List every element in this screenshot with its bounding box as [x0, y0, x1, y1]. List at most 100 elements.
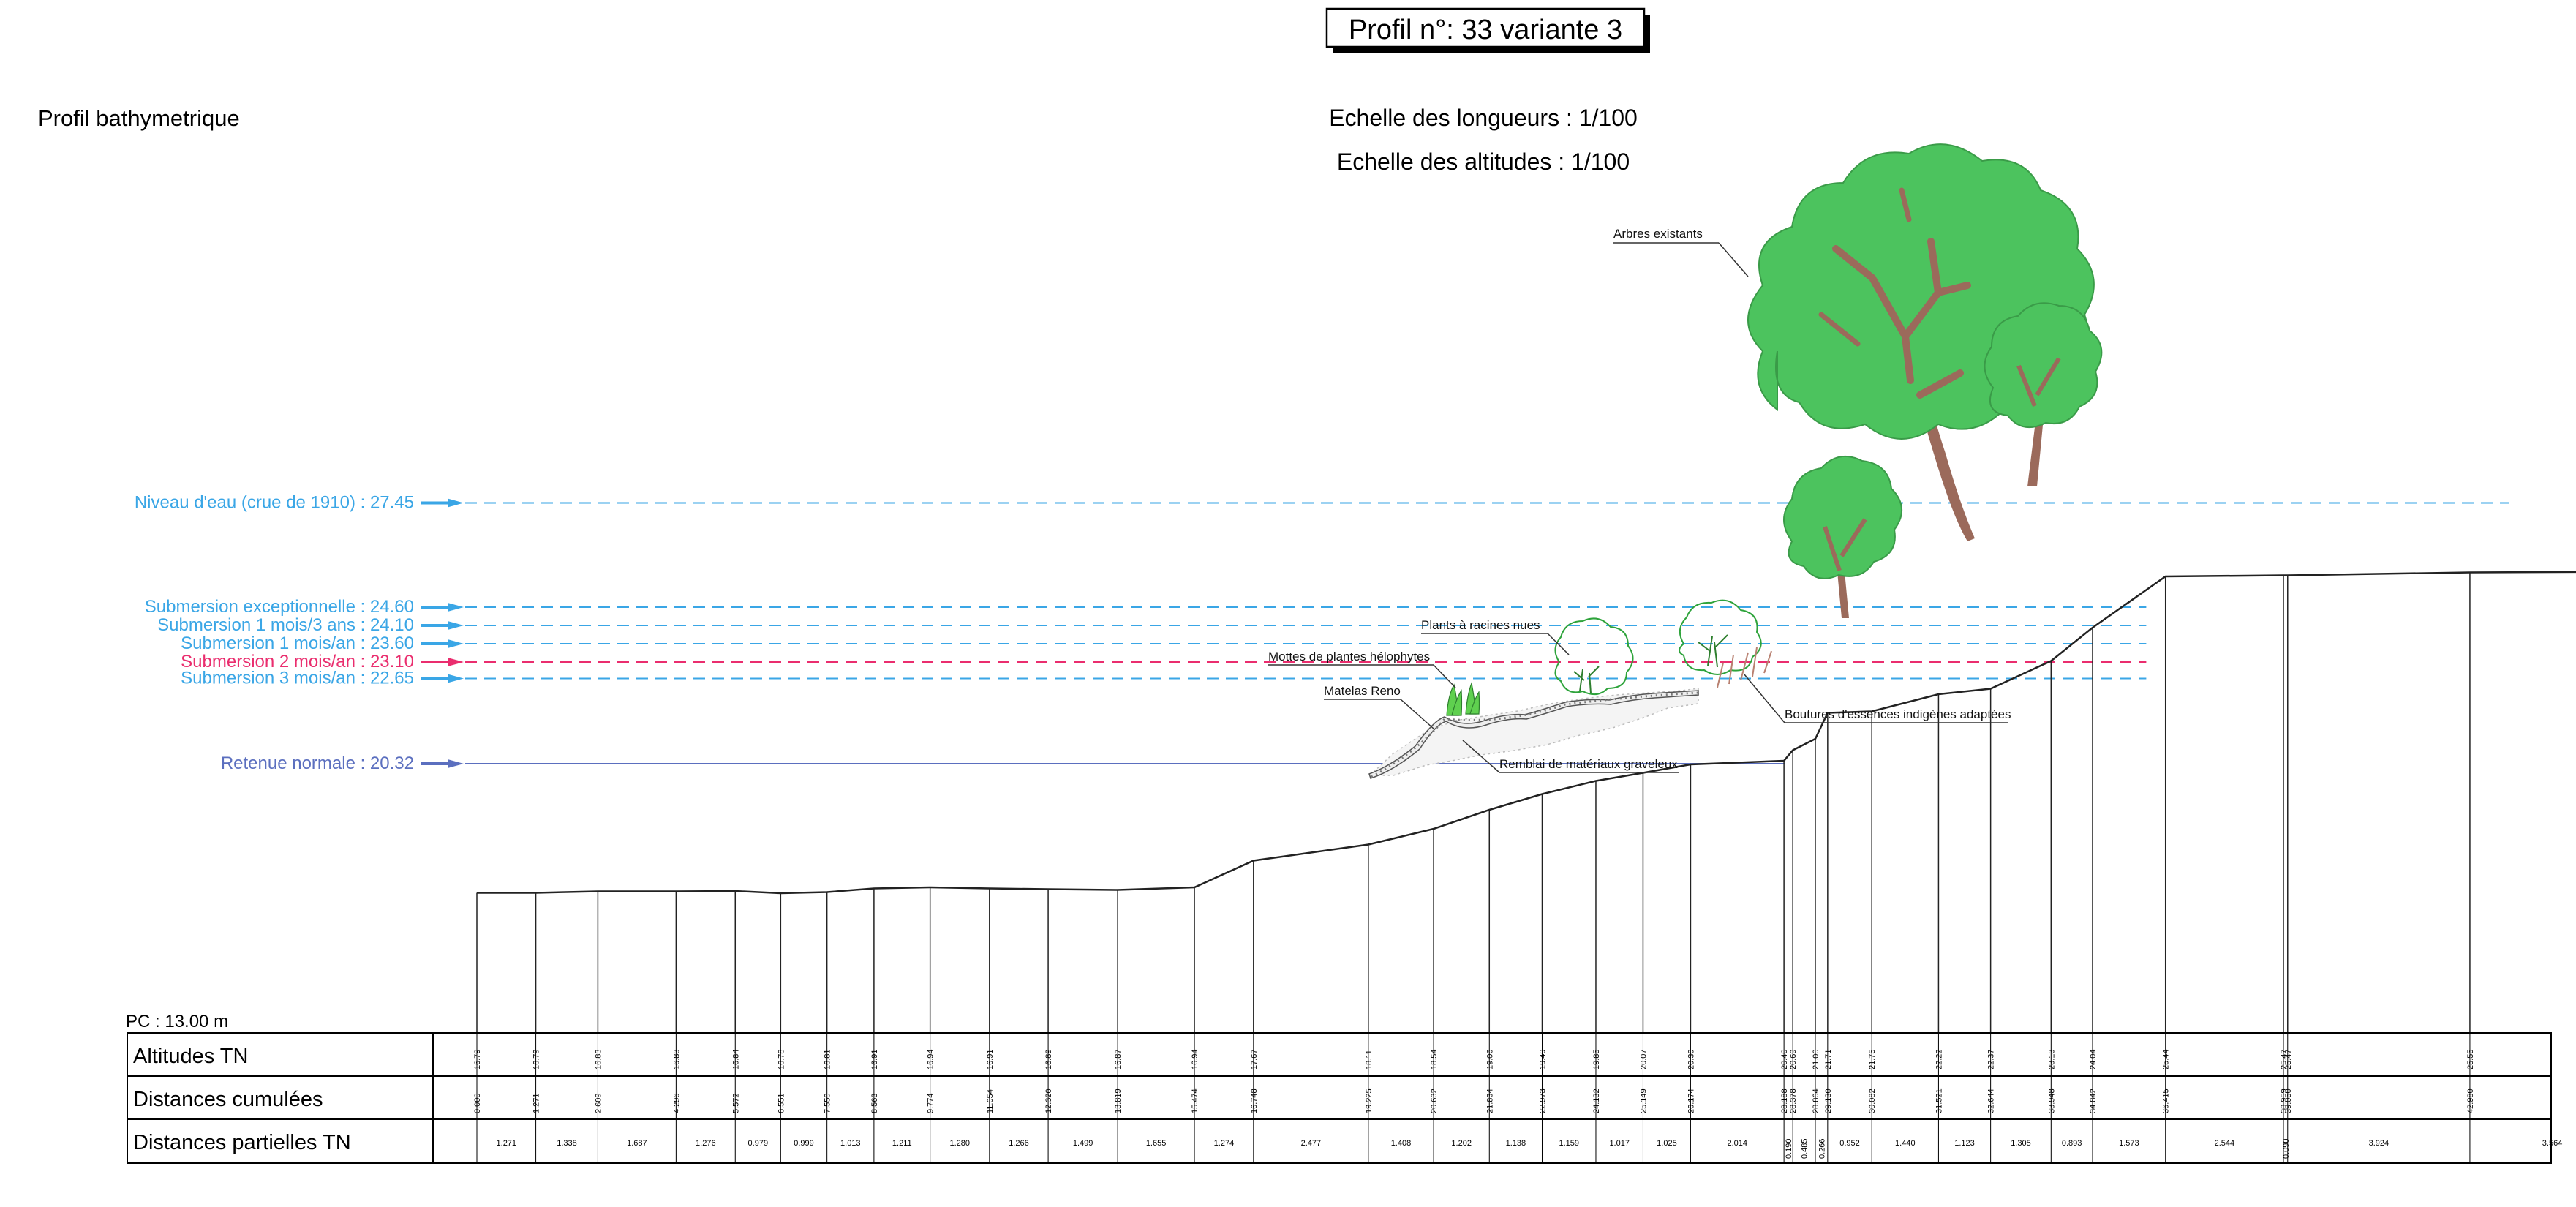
cell-altitude: 20.40	[1780, 1049, 1789, 1069]
cell-altitude: 16.83	[594, 1049, 603, 1069]
annotation-boutures: Boutures d'essences indigènes adaptées	[1785, 707, 2011, 721]
cell-distance-cumulee: 8.563	[870, 1093, 879, 1113]
matelas-reno	[1368, 690, 1699, 779]
cell-distance-cumulee: 4.296	[672, 1093, 681, 1113]
cell-distance-cumulee: 11.054	[986, 1089, 995, 1113]
level-arrow-head	[448, 498, 464, 508]
subtitle: Profil bathymetrique	[38, 105, 240, 131]
cell-distance-partielle: 1.013	[840, 1139, 861, 1148]
scale-lengths: Echelle des longueurs : 1/100	[1329, 105, 1638, 131]
cell-distance-partielle: 0.190	[1785, 1138, 1793, 1159]
cell-altitude: 16.89	[1044, 1049, 1053, 1069]
cell-distance-cumulee: 19.225	[1365, 1088, 1374, 1113]
tree-small	[1783, 456, 1903, 618]
cell-altitude: 25.44	[2162, 1049, 2171, 1069]
cell-distance-cumulee: 32.644	[1987, 1088, 1996, 1113]
cell-distance-partielle: 1.123	[1954, 1139, 1975, 1148]
cell-altitude: 16.87	[1114, 1049, 1123, 1069]
cell-distance-cumulee: 26.174	[1687, 1088, 1695, 1113]
level-5: Submersion 3 mois/an : 22.65	[181, 669, 2147, 688]
annotation-arbres-existants: Arbres existants	[1613, 227, 1703, 241]
cell-altitude: 16.94	[1191, 1049, 1200, 1069]
cell-distance-partielle: 1.266	[1009, 1139, 1029, 1148]
cell-altitude: 21.75	[1868, 1049, 1877, 1069]
cell-altitude: 16.79	[532, 1049, 541, 1069]
cell-distance-cumulee: 0.000	[473, 1093, 482, 1113]
cell-distance-partielle: 1.499	[1073, 1139, 1093, 1148]
cell-distance-partielle: 1.408	[1391, 1139, 1412, 1148]
cell-altitude: 22.22	[1935, 1049, 1943, 1069]
cell-altitude: 25.47	[2280, 1049, 2289, 1069]
cell-distance-cumulee: 25.149	[1639, 1088, 1648, 1113]
level-label: Submersion 3 mois/an : 22.65	[181, 669, 414, 688]
cell-distance-cumulee: 28.378	[1789, 1088, 1798, 1113]
cell-altitude: 16.78	[777, 1049, 786, 1069]
cell-altitude: 25.47	[2284, 1049, 2293, 1069]
scale-altitudes: Echelle des altitudes : 1/100	[1337, 148, 1630, 175]
cell-distance-partielle: 1.338	[557, 1139, 577, 1148]
cell-altitude: 19.49	[1538, 1049, 1547, 1069]
level-4: Submersion 2 mois/an : 23.10	[181, 652, 2147, 672]
cell-distance-cumulee: 15.474	[1191, 1088, 1200, 1113]
level-label: Submersion 1 mois/an : 23.60	[181, 633, 414, 653]
cell-distance-cumulee: 20.632	[1430, 1088, 1439, 1113]
annotations: Arbres existants Plants à racines nues M…	[1268, 227, 2011, 773]
cell-distance-cumulee: 9.774	[927, 1093, 935, 1113]
cell-distance-cumulee: 30.082	[1868, 1088, 1877, 1113]
row-label-distances-partielles: Distances partielles TN	[133, 1131, 351, 1154]
cell-distance-cumulee: 36.415	[2162, 1088, 2171, 1113]
cell-altitude: 19.06	[1485, 1049, 1494, 1069]
cell-altitude: 16.83	[672, 1049, 681, 1069]
title-box: Profil n°: 33 variante 3	[1325, 7, 1650, 53]
embankment-works	[1368, 599, 1772, 779]
cell-distance-cumulee: 16.748	[1250, 1088, 1259, 1113]
cell-distance-partielle: 1.305	[2011, 1139, 2031, 1148]
cell-distance-cumulee: 5.572	[731, 1093, 740, 1113]
cell-distance-partielle: 1.440	[1895, 1139, 1916, 1148]
cell-altitude: 21.71	[1824, 1049, 1833, 1069]
cell-altitude: 16.91	[870, 1049, 879, 1069]
cell-distance-cumulee: 33.948	[2047, 1088, 2056, 1113]
cell-distance-partielle: 1.138	[1506, 1139, 1526, 1148]
plane-reference: PC : 13.00 m	[126, 1012, 228, 1031]
remblai-fill	[1368, 688, 1699, 776]
row-label-altitudes: Altitudes TN	[133, 1045, 248, 1068]
cell-altitude: 18.54	[1430, 1049, 1439, 1069]
level-label: Submersion exceptionnelle : 24.60	[145, 597, 414, 617]
level-arrow-head	[448, 621, 464, 630]
cell-distance-partielle: 1.276	[696, 1139, 716, 1148]
annotation-remblai: Remblai de matériaux graveleux	[1499, 757, 1678, 771]
cell-distance-partielle: 2.477	[1301, 1139, 1322, 1148]
cell-distance-cumulee: 21.834	[1485, 1088, 1494, 1113]
cell-distance-partielle: 0.952	[1839, 1139, 1860, 1148]
cell-distance-cumulee: 34.842	[2089, 1088, 2098, 1113]
tree-medium	[1984, 302, 2103, 486]
cell-distance-partielle: 1.573	[2119, 1139, 2139, 1148]
cell-altitude: 25.55	[2466, 1049, 2475, 1069]
cell-distance-cumulee: 22.973	[1538, 1088, 1547, 1113]
cell-distance-cumulee: 2.609	[594, 1093, 603, 1113]
cell-distance-partielle: 3.564	[2542, 1139, 2563, 1148]
cell-altitude: 16.79	[473, 1049, 482, 1069]
cell-altitude: 22.37	[1987, 1049, 1996, 1069]
cell-altitude: 16.84	[731, 1049, 740, 1069]
level-1: Submersion exceptionnelle : 24.60	[145, 597, 2147, 617]
annotation-plants-racines-nues: Plants à racines nues	[1421, 618, 1540, 632]
cell-distance-cumulee: 29.130	[1824, 1088, 1833, 1113]
cell-distance-partielle: 0.485	[1801, 1138, 1809, 1159]
cell-distance-cumulee: 7.550	[824, 1093, 832, 1113]
level-6: Retenue normale : 20.32	[221, 753, 1785, 773]
cell-altitude: 21.00	[1812, 1049, 1820, 1069]
cell-altitude: 24.04	[2089, 1049, 2098, 1069]
level-label: Submersion 2 mois/an : 23.10	[181, 652, 414, 672]
level-arrow-head	[448, 759, 464, 768]
cell-distance-partielle: 1.202	[1451, 1139, 1472, 1148]
row-label-distances-cumulees: Distances cumulées	[133, 1088, 323, 1111]
cell-distance-cumulee: 6.551	[777, 1093, 786, 1113]
cell-altitude: 17.67	[1250, 1049, 1259, 1069]
cuttings	[1717, 647, 1772, 688]
cell-distance-cumulee: 42.980	[2466, 1088, 2475, 1113]
level-label: Retenue normale : 20.32	[221, 753, 414, 773]
cell-altitude: 16.94	[927, 1049, 935, 1069]
